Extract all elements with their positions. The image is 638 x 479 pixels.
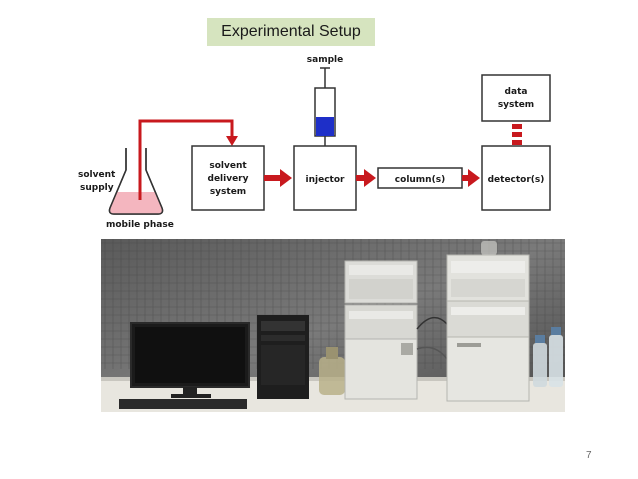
slide-title: Experimental Setup: [207, 18, 375, 46]
hplc-flow-diagram: sample solvent supply mobile phase solve…: [78, 55, 551, 230]
hplc-module-stack-1: [344, 260, 418, 400]
data-system-label-1: data: [505, 87, 528, 97]
reagent-bottle-icon: [319, 347, 345, 395]
supply-tube: [138, 119, 234, 200]
page-number: 7: [586, 450, 592, 461]
injector-label: injector: [306, 175, 346, 185]
detector-box: [481, 145, 551, 211]
data-system-box: [481, 74, 551, 122]
delivery-label-2: delivery: [208, 174, 249, 184]
sample-label: sample: [307, 55, 343, 65]
data-system-label-2: system: [498, 100, 534, 110]
solvent-bottles-icon: [533, 327, 563, 387]
keyboard-icon: [119, 399, 247, 409]
solvent-delivery-box: [191, 145, 265, 211]
syringe-icon: [314, 67, 336, 146]
hplc-module-stack-2: [446, 254, 530, 402]
solvent-flask-icon: [108, 148, 164, 215]
solvent-supply-label-2: supply: [80, 183, 114, 193]
hplc-instrument-photo: [101, 239, 565, 412]
computer-tower-icon: [257, 315, 309, 399]
monitor-icon: [130, 322, 250, 398]
mobile-phase-label: mobile phase: [106, 220, 174, 230]
delivery-label-1: solvent: [209, 161, 247, 171]
solvent-supply-label: solvent: [78, 170, 116, 180]
delivery-label-3: system: [210, 187, 246, 197]
detector-label: detector(s): [488, 175, 545, 185]
column-label: column(s): [395, 175, 445, 185]
